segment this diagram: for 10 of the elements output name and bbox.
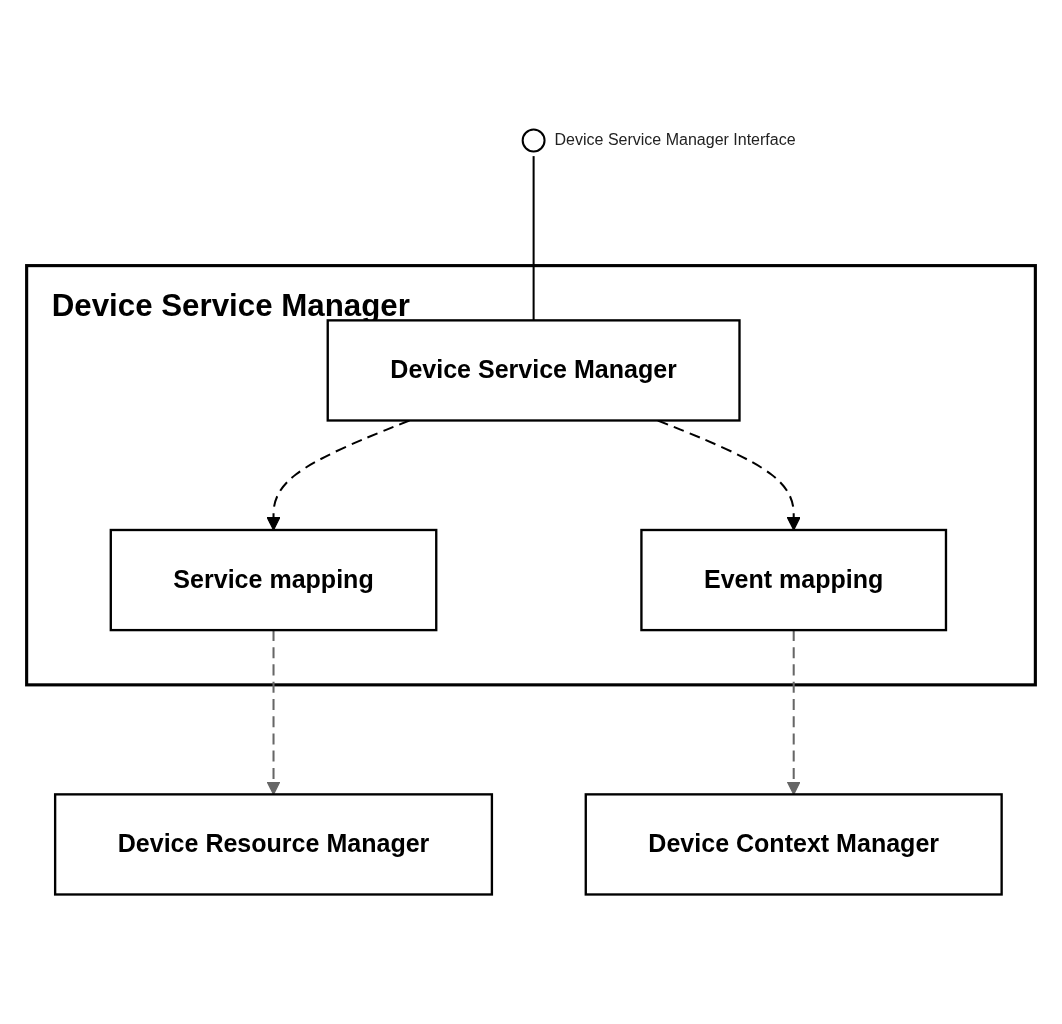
node-box: Device Service Manager bbox=[326, 319, 741, 422]
node-box: Event mapping bbox=[640, 528, 948, 632]
connector bbox=[532, 156, 535, 321]
arrow bbox=[786, 630, 801, 795]
node-circle bbox=[521, 128, 546, 153]
node-box: Device Context Manager bbox=[584, 793, 1003, 896]
arrow bbox=[266, 630, 281, 795]
node-box: Device Resource Manager bbox=[53, 793, 494, 896]
node-box: Service mapping bbox=[109, 528, 438, 632]
interface-label: Device Service Manager Interface bbox=[554, 130, 796, 151]
